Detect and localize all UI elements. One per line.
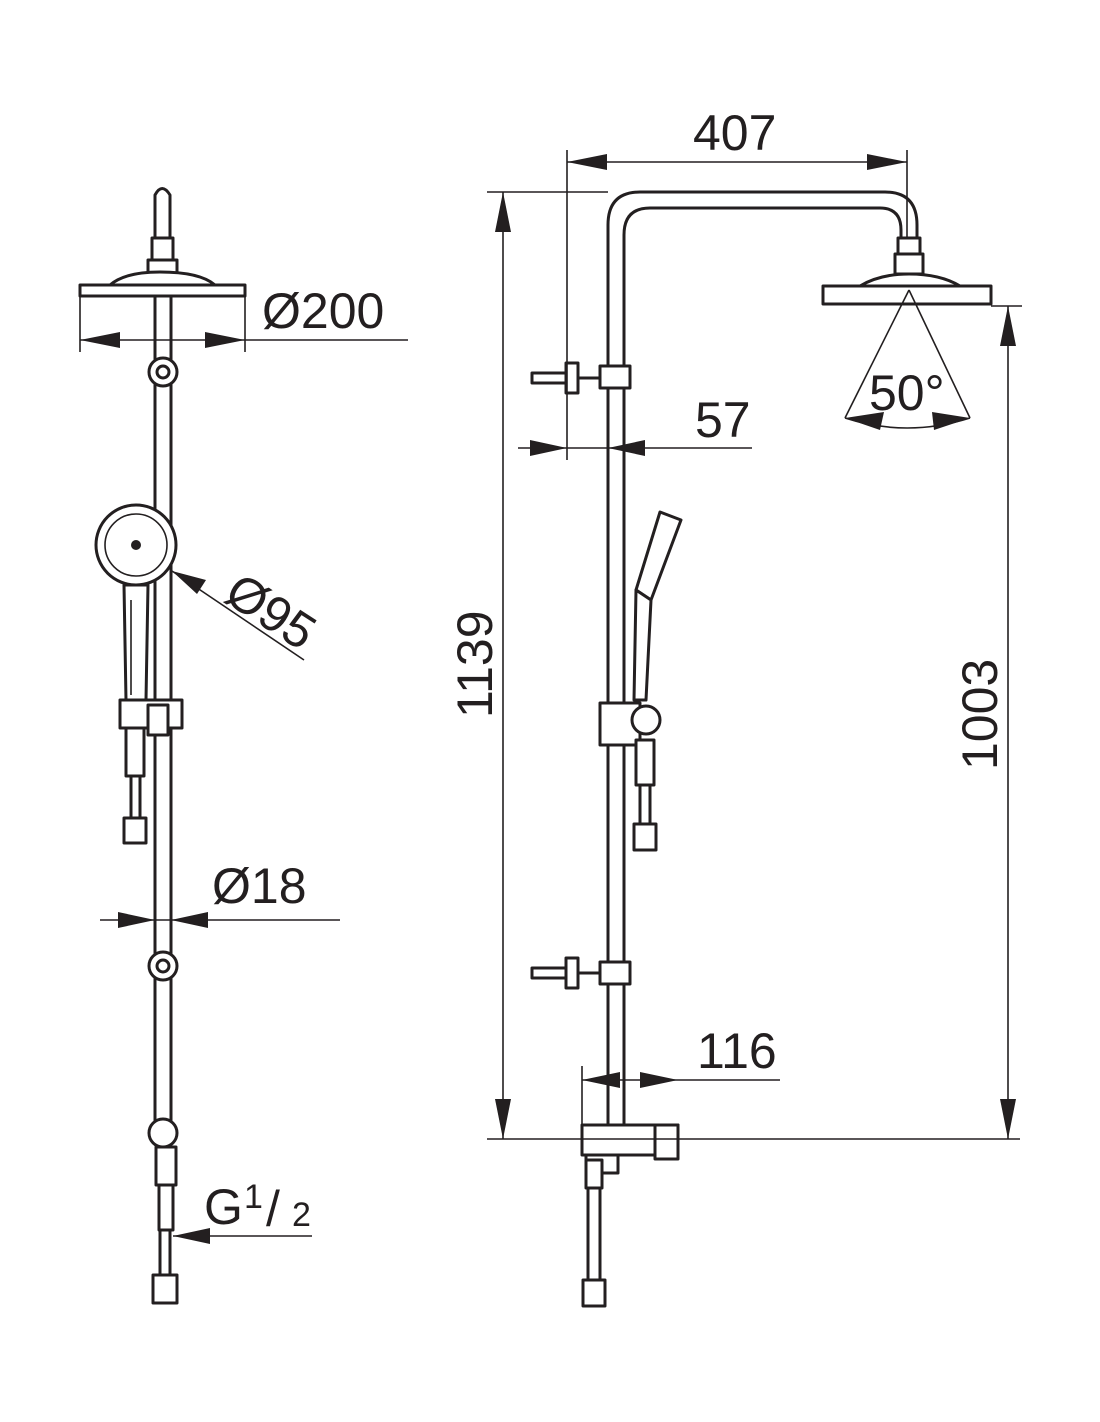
dim-rail-diameter-arrow-left [118,912,155,928]
dim-head-height-arrow-bottom [1000,1099,1016,1139]
spray-angle-left-line [844,289,910,419]
side-overhead-shower-cap [858,272,962,288]
thread-denominator-label: 2 [292,1196,311,1234]
side-lower-wall-plate [564,956,580,990]
front-outlet-connector [154,1145,178,1187]
side-riser-arm-inner [622,206,903,1127]
front-arm-connector [150,236,175,262]
side-hand-shower-head [634,510,683,602]
side-head-joint [896,236,922,256]
front-diverter [147,1117,179,1149]
dim-hand-shower-arrow [172,571,206,594]
dim-arm-reach-arrow-left [567,154,607,170]
front-hand-shower-nozzle [131,540,141,550]
dim-wall-distance-arrow-right [608,440,645,456]
thread-slash-label: / [266,1181,280,1237]
side-head-nut [893,252,925,276]
front-bottom-hose-end [151,1273,179,1305]
spray-angle-label: 50° [869,365,945,421]
thread-prefix-label: G [204,1179,243,1235]
front-upper-bracket-screw [155,364,171,380]
dim-wall-distance-arrow-left [530,440,567,456]
hand-shower-diameter-label: Ø95 [216,562,326,660]
front-overhead-shower-head [78,283,247,298]
side-hose-top [634,738,656,787]
dim-total-height-arrow-top [495,192,511,232]
front-hose-top [124,726,146,778]
dim-arm-reach-arrow-right [867,154,907,170]
front-hand-shower-handle [122,583,150,702]
side-view: 50° 407 [447,105,1022,1308]
side-lower-wall-screw [530,966,568,980]
front-hand-shower-face [104,513,168,577]
side-outlet-connector [584,1158,604,1190]
side-upper-bracket [598,364,632,390]
side-upper-wall-screw [530,371,568,385]
front-lower-bracket [147,950,179,982]
side-lower-bracket [598,960,632,986]
head-diameter-label: Ø200 [262,283,384,339]
front-lower-bracket-screw [155,958,171,974]
outlet-distance-label: 116 [697,1023,777,1079]
dim-head-diameter-arrow-right [205,332,245,348]
front-view: Ø200 Ø95 Ø18 G 1 / 2 [78,187,408,1305]
side-diverter-knob [653,1123,680,1161]
front-arm-pipe [153,187,172,240]
side-hose-end [632,822,658,852]
dim-head-diameter-arrow-left [80,332,120,348]
wall-distance-label: 57 [695,392,751,448]
side-bottom-hose-end [581,1278,607,1308]
front-upper-bracket [147,356,179,388]
spray-angle-arrow-left [845,412,884,430]
front-hose-end [122,816,148,845]
thread-numerator-label: 1 [244,1178,263,1216]
arm-reach-label: 407 [693,105,776,161]
rail-diameter-label: Ø18 [212,858,307,914]
head-height-label: 1003 [952,659,1008,770]
front-overhead-shower-cap [108,270,217,287]
side-hand-shower-handle [632,588,653,702]
dim-head-height-arrow-top [1000,306,1016,346]
side-riser-arm-outer [606,190,919,1127]
dim-outlet-distance-arrow-right [640,1072,678,1088]
dim-thread-arrow [173,1228,210,1244]
dim-rail-diameter-arrow-right [171,912,208,928]
front-slider-clamp [146,703,170,737]
front-outlet-pipe [157,1183,175,1232]
total-height-label: 1139 [447,610,503,718]
spray-angle-right-line [908,289,971,419]
dim-total-height-arrow-bottom [495,1099,511,1139]
dim-outlet-distance-arrow-left [582,1072,620,1088]
spray-angle-arrow-right [932,412,970,430]
side-slider-knob [630,704,662,736]
